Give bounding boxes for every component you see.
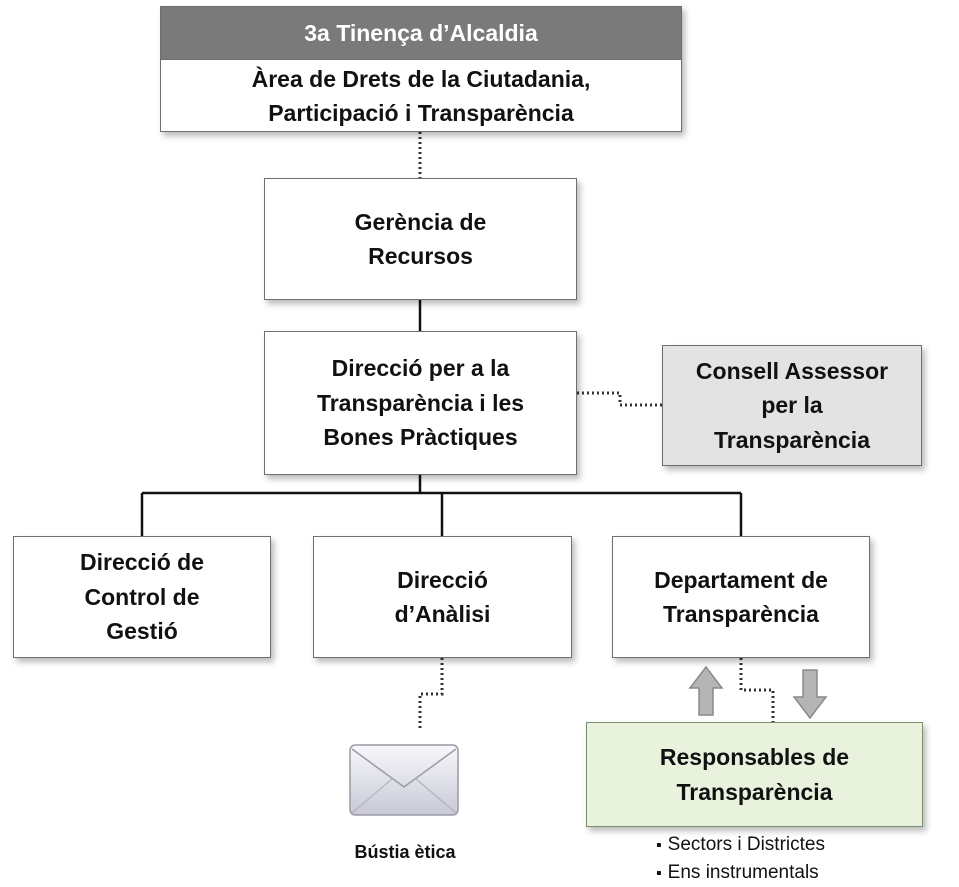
direccio-analisi-box: Direcció d’Anàlisi <box>313 536 572 658</box>
dotted-connector-mailbox <box>418 658 444 730</box>
list-item: Sectors i Districtes <box>656 831 825 859</box>
list-item: Ens instrumentals <box>656 859 825 887</box>
responsables-transparencia-label: Responsables de Transparència <box>659 744 850 805</box>
direccio-analisi-label: Direcció d’Anàlisi <box>394 566 491 628</box>
direccio-control-gestio-label: Direcció de Control de Gestió <box>80 549 204 645</box>
gerencia-recursos-label: Gerència de Recursos <box>354 208 487 270</box>
bustia-etica-label: Bústia ètica <box>354 842 456 862</box>
responsables-transparencia-box: Responsables de Transparència <box>586 722 923 827</box>
consell-assessor-label: Consell Assessor per la Transparència <box>695 357 889 453</box>
down-arrow-icon <box>792 669 828 720</box>
area-drets-ciutadania-box: 3a Tinença d’Alcaldia Àrea de Drets de l… <box>160 6 682 132</box>
gerencia-recursos-box: Gerència de Recursos <box>264 178 577 300</box>
tinenca-alcaldia-header: 3a Tinença d’Alcaldia <box>161 7 681 60</box>
responsables-scope-list: Sectors i Districtes Ens instrumentals <box>656 831 825 887</box>
up-arrow-icon <box>688 665 724 716</box>
dotted-connector-consell <box>577 391 662 407</box>
area-drets-label: Àrea de Drets de la Ciutadania, Particip… <box>251 65 591 127</box>
dotted-connector-responsables <box>739 658 775 722</box>
direccio-transparencia-label: Direcció per a la Transparència i les Bo… <box>316 355 525 451</box>
departament-transparencia-label: Departament de Transparència <box>654 566 828 628</box>
envelope-icon <box>349 744 459 816</box>
consell-assessor-box: Consell Assessor per la Transparència <box>662 345 922 466</box>
direccio-transparencia-box: Direcció per a la Transparència i les Bo… <box>264 331 577 475</box>
direccio-control-gestio-box: Direcció de Control de Gestió <box>13 536 271 658</box>
departament-transparencia-box: Departament de Transparència <box>612 536 870 658</box>
